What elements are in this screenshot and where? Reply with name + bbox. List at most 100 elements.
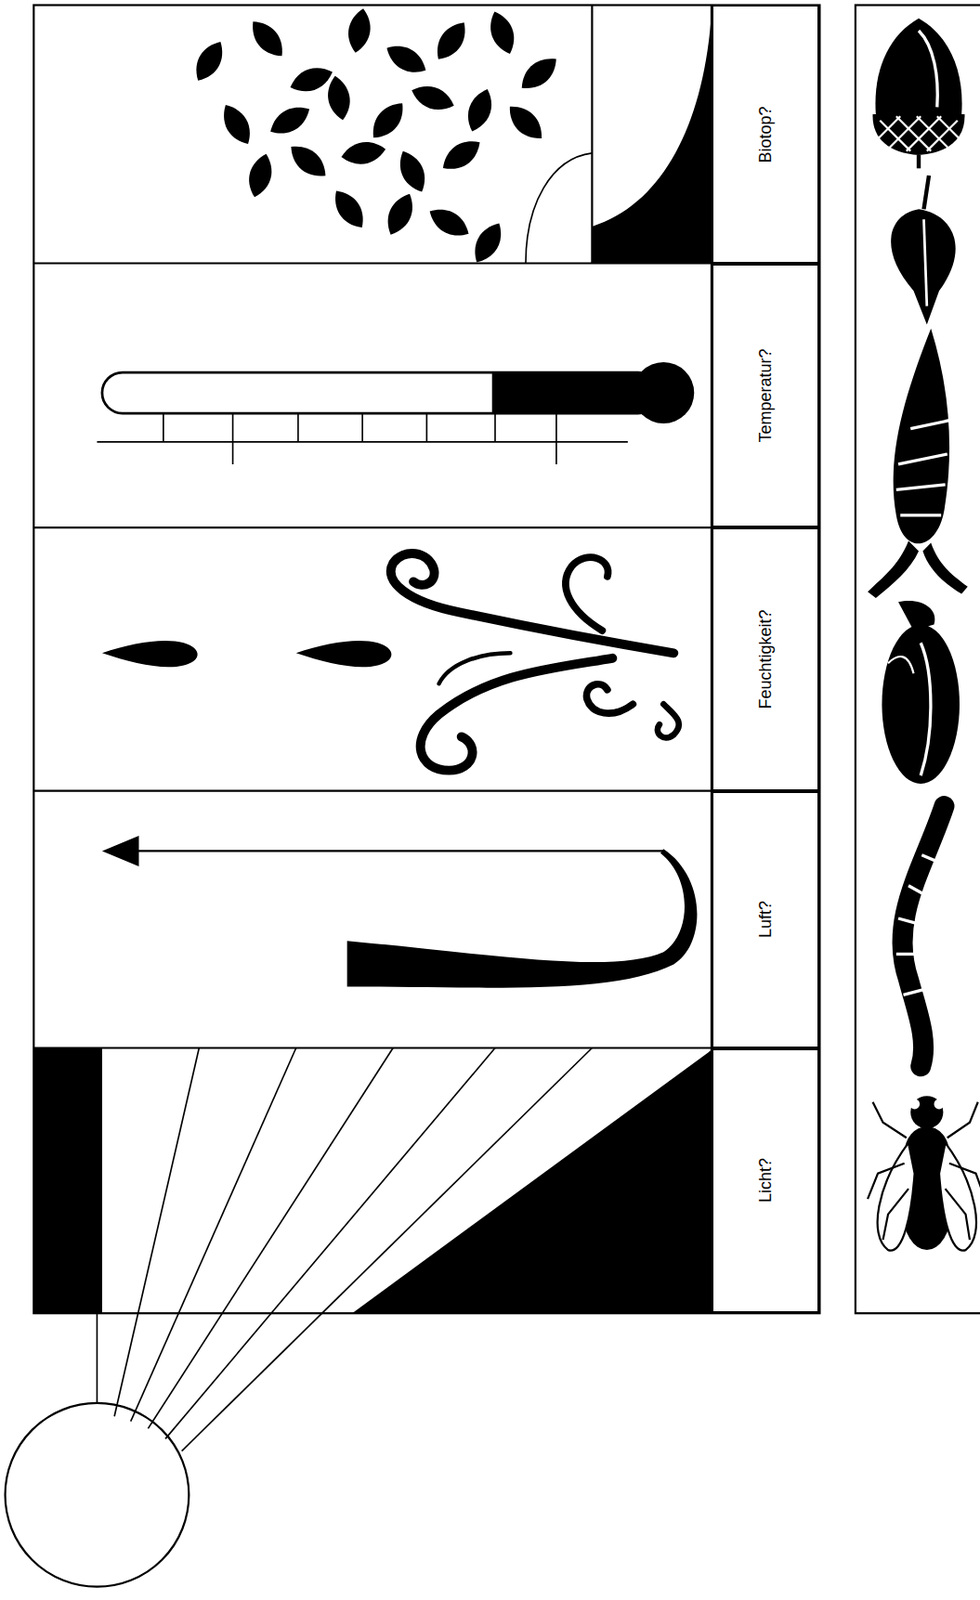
moisture-symbol [102, 553, 680, 771]
leaf-shape [244, 151, 277, 201]
leaf-shape [327, 184, 372, 235]
moisture-symbol-part-part [565, 557, 609, 631]
thermometer-symbol-part-part [426, 413, 429, 443]
air-arrow [102, 836, 697, 989]
light-symbol-part-part [96, 1313, 99, 1404]
panel-frame-part [33, 1046, 712, 1049]
larva-icon-part [896, 420, 950, 516]
leaf-shape [436, 133, 486, 178]
acorn-icon-part-part [877, 116, 901, 139]
label-cell: Temperatur? [711, 263, 820, 529]
fly-icon-part [877, 1143, 915, 1252]
label-cell: Biotop? [711, 4, 820, 263]
question-label: Luft? [756, 901, 776, 939]
worm-icon-part [901, 806, 944, 1067]
organism-strip-part [855, 4, 980, 1314]
leaf-shape [284, 138, 333, 184]
light-symbol [5, 1048, 712, 1588]
worm-icon-part-part [903, 990, 924, 995]
light-symbol-part [33, 1048, 103, 1315]
larva-icon-part [922, 543, 967, 595]
leaf-shape [216, 99, 258, 149]
biotope-symbol [188, 4, 712, 268]
fly-icon-part-part [949, 1163, 980, 1200]
leaf-shape [188, 36, 230, 86]
acorn-icon-part-part [906, 116, 941, 151]
leaf-shape [484, 7, 521, 57]
moisture-symbol-part-part [391, 553, 675, 654]
light-symbol-part-part [165, 1048, 496, 1440]
worm-icon-part-part [921, 855, 941, 864]
leaf-shape [502, 99, 550, 147]
worm-icon-part-part [896, 953, 916, 956]
biotope-symbol-part [188, 6, 563, 268]
leaf-shape [461, 85, 497, 135]
worm-icon [896, 806, 945, 1067]
leaf-icon-part [924, 219, 928, 306]
moisture-symbol-part-part [657, 704, 680, 738]
acorn-icon-part [918, 30, 938, 107]
air-arrow-part [102, 836, 140, 867]
thermometer-symbol-part-part [297, 413, 300, 443]
larva-icon-part-part [896, 484, 946, 490]
question-label: Biotop? [756, 105, 776, 163]
beetle-icon-part [881, 624, 960, 784]
fly-icon-part [934, 1098, 945, 1110]
larva-icon-part [893, 328, 950, 544]
light-symbol-part-part [147, 1048, 393, 1430]
fly-icon-part-part [947, 1102, 979, 1138]
leaf-shape [339, 138, 388, 168]
air-arrow-part [347, 849, 698, 988]
acorn-icon-part-part [888, 116, 921, 149]
larva-icon-part-part [910, 420, 950, 430]
leaf-icon [890, 175, 956, 325]
label-cell: Luft? [711, 791, 820, 1049]
leaf-shape [407, 79, 458, 116]
biotope-symbol-part [525, 153, 592, 264]
worm-icon-part-part [898, 918, 917, 924]
moisture-symbol-part-part [420, 658, 614, 771]
thermometer-symbol-part-part [361, 413, 364, 443]
thermometer-symbol-part [96, 413, 628, 465]
fly-icon-part [867, 1102, 980, 1241]
leaf-shape [429, 16, 473, 66]
fly-icon [867, 1096, 980, 1251]
light-symbol-part [352, 1050, 712, 1315]
question-label: Feuchtigkeit? [756, 609, 776, 709]
fly-icon-part-part [883, 1189, 909, 1241]
acorn-icon-part [873, 114, 966, 156]
panel-frame [33, 4, 820, 1314]
biotope-symbol-part [591, 12, 712, 263]
beetle-icon-part [920, 642, 931, 776]
panel-frame-part [33, 526, 712, 529]
leaf-shape [245, 14, 291, 64]
moisture-symbol-part [296, 640, 392, 667]
beetle-icon-part [888, 656, 914, 674]
leaf-icon-part [890, 209, 956, 325]
fly-icon-part-part [945, 1189, 970, 1241]
fly-icon-part-part [867, 1163, 905, 1200]
leaf-shape [424, 201, 474, 243]
moisture-symbol-part-part [586, 684, 633, 714]
organism-strip [855, 4, 980, 1314]
larva-icon-part [867, 540, 919, 599]
thermometer-symbol-part-part [162, 413, 165, 443]
thermometer-symbol-part-part [232, 413, 235, 465]
leaf-shape [381, 39, 432, 80]
leaf-shape [392, 146, 432, 197]
leaf-shape [344, 6, 374, 55]
acorn-icon-part-part [937, 116, 960, 139]
moisture-symbol-part [391, 553, 680, 771]
air-arrow-part [132, 849, 664, 852]
worm-icon-part [896, 855, 941, 996]
leaf-shape [324, 74, 353, 123]
thermometer-symbol-part-part [555, 413, 558, 465]
leaf-shape [264, 100, 314, 142]
question-label: Temperatur? [756, 348, 776, 443]
acorn-icon [873, 18, 966, 170]
larva-icon-part-part [900, 513, 941, 517]
moisture-symbol-part [102, 640, 198, 667]
